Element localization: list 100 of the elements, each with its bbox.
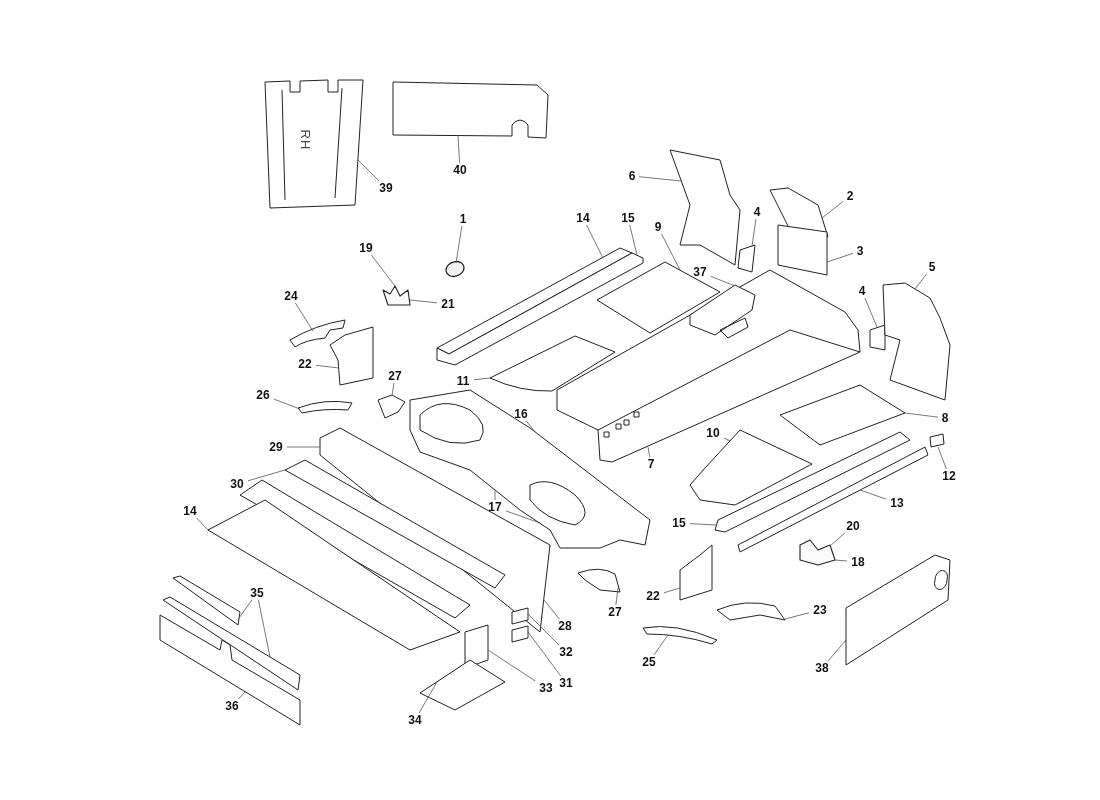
leader-line [494, 489, 496, 501]
callout-number: 16 [512, 407, 530, 421]
leader-line [615, 587, 619, 606]
leader-line [710, 276, 736, 287]
callout-number: 14 [181, 504, 199, 518]
leader-line [286, 446, 321, 448]
leader-line [526, 420, 536, 433]
callout-number: 14 [574, 211, 592, 225]
callout-number: 33 [537, 681, 555, 695]
trim-panel [716, 602, 786, 621]
leader-line [505, 510, 541, 524]
callout-number: 2 [844, 189, 856, 203]
trim-panel [642, 626, 718, 645]
leader-line [829, 532, 846, 547]
callout-number: 13 [888, 496, 906, 510]
leader-line [821, 201, 844, 219]
leader-line [357, 159, 380, 182]
leader-line [273, 398, 301, 410]
callout-number: 23 [811, 603, 829, 617]
trim-panel [511, 625, 529, 643]
leader-line [638, 176, 682, 182]
leader-line [653, 634, 669, 656]
leader-line [859, 489, 887, 500]
leader-line [543, 599, 560, 620]
leader-line [409, 299, 438, 304]
leader-line [391, 382, 395, 397]
leader-line [258, 599, 271, 658]
callout-number: 10 [704, 426, 722, 440]
trim-panel [489, 335, 616, 392]
trim-panel [264, 79, 364, 209]
callout-number: 31 [557, 676, 575, 690]
trim-panel [777, 224, 828, 276]
grommet [445, 260, 465, 278]
trim-panel [329, 326, 374, 386]
leader-line [527, 613, 560, 646]
leader-line [689, 523, 717, 526]
leader-line [473, 377, 491, 381]
leader-line [784, 612, 810, 620]
leader-line [455, 225, 463, 264]
callout-number: 29 [267, 440, 285, 454]
callout-number: 24 [282, 289, 300, 303]
callout-number: 34 [406, 713, 424, 727]
callout-number: 12 [940, 469, 958, 483]
trim-panel [511, 607, 529, 625]
callout-number: 4 [751, 205, 763, 219]
trim-panel [297, 400, 353, 414]
callout-number: 21 [439, 297, 457, 311]
callout-number: 17 [486, 500, 504, 514]
callout-number: 37 [691, 265, 709, 279]
trim-panel [419, 659, 506, 711]
callout-number: 7 [645, 457, 657, 471]
trim-panel [392, 81, 549, 139]
trim-panel [845, 554, 951, 666]
trim-panel [689, 429, 813, 506]
callout-number: 39 [377, 181, 395, 195]
callout-number: 30 [228, 477, 246, 491]
callout-number: 27 [386, 369, 404, 383]
callout-number: 22 [644, 589, 662, 603]
callout-number: 18 [849, 555, 867, 569]
leader-line [834, 559, 848, 562]
callout-number: 36 [223, 699, 241, 713]
leader-line [238, 599, 253, 619]
side-marking: RH [297, 129, 313, 151]
leader-line [827, 639, 847, 662]
callout-number: 8 [939, 411, 951, 425]
callout-number: 27 [606, 605, 624, 619]
clip [382, 285, 411, 306]
leader-line [196, 517, 209, 531]
leader-line [370, 254, 396, 287]
leader-line [661, 233, 681, 271]
trim-panel [869, 324, 886, 351]
leader-line [527, 631, 562, 677]
leader-line [751, 218, 757, 247]
trim-panel [679, 544, 713, 601]
callout-number: 3 [854, 244, 866, 258]
trim-panel [596, 261, 721, 334]
callout-number: 1 [457, 212, 469, 226]
callout-number: 15 [670, 516, 688, 530]
clip [799, 539, 836, 566]
callout-number: 22 [296, 357, 314, 371]
callout-number: 28 [556, 619, 574, 633]
trim-panel [289, 319, 346, 348]
leader-line [914, 273, 927, 290]
callout-number: 5 [926, 260, 938, 274]
leader-line [937, 446, 947, 470]
trim-panel [929, 433, 945, 448]
leader-line [315, 364, 340, 369]
callout-number: 25 [640, 655, 658, 669]
leader-line [247, 469, 286, 482]
trim-panel [882, 282, 951, 401]
callout-number: 20 [844, 519, 862, 533]
callout-number: 15 [619, 211, 637, 225]
leader-line [663, 587, 681, 594]
callout-number: 32 [557, 645, 575, 659]
callout-number: 35 [248, 586, 266, 600]
callout-number: 6 [626, 169, 638, 183]
callout-number: 40 [451, 163, 469, 177]
leader-line [238, 691, 246, 700]
callout-number: 19 [357, 241, 375, 255]
callout-number: 11 [454, 374, 472, 388]
